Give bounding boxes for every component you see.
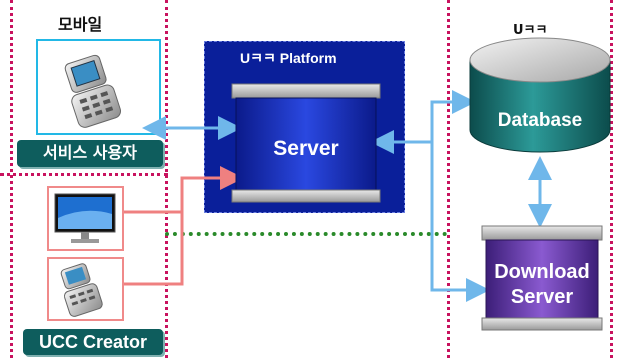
platform-title: Uㅋㅋ Platform	[240, 50, 337, 66]
service-user-label: 서비스 사용자	[17, 140, 163, 167]
right-panel-title: Uㅋㅋ	[513, 23, 548, 38]
server-label: Server	[273, 137, 338, 160]
flip-phone-frame	[47, 257, 124, 321]
divider-line-left	[10, 0, 13, 358]
desktop-monitor-icon	[54, 193, 116, 243]
download-server-label-line1: Download	[494, 261, 590, 283]
database-cylinder-icon	[469, 37, 611, 153]
ucc-creator-label: UCC Creator	[23, 329, 163, 355]
hub-database-connector	[430, 90, 476, 142]
mobile-title: 모바일	[58, 15, 103, 34]
creator-phone-connector	[124, 212, 184, 286]
server-block-icon	[231, 83, 381, 203]
mobile-phone-icon	[64, 54, 122, 128]
flip-phone-icon	[60, 263, 103, 317]
divider-line-center-right	[447, 0, 450, 358]
creator-monitor-connector	[124, 166, 244, 214]
hub-download-connector	[430, 142, 490, 302]
database-label: Database	[498, 110, 583, 131]
divider-line-horizontal	[0, 173, 168, 176]
separator-line-green	[165, 232, 447, 236]
mobile-phone-frame	[36, 39, 161, 135]
download-server-block-icon	[481, 225, 603, 331]
download-server-label-line2: Server	[511, 286, 573, 308]
divider-line-center-left	[165, 0, 168, 358]
divider-line-right	[610, 0, 613, 358]
desktop-monitor-frame	[47, 186, 124, 251]
